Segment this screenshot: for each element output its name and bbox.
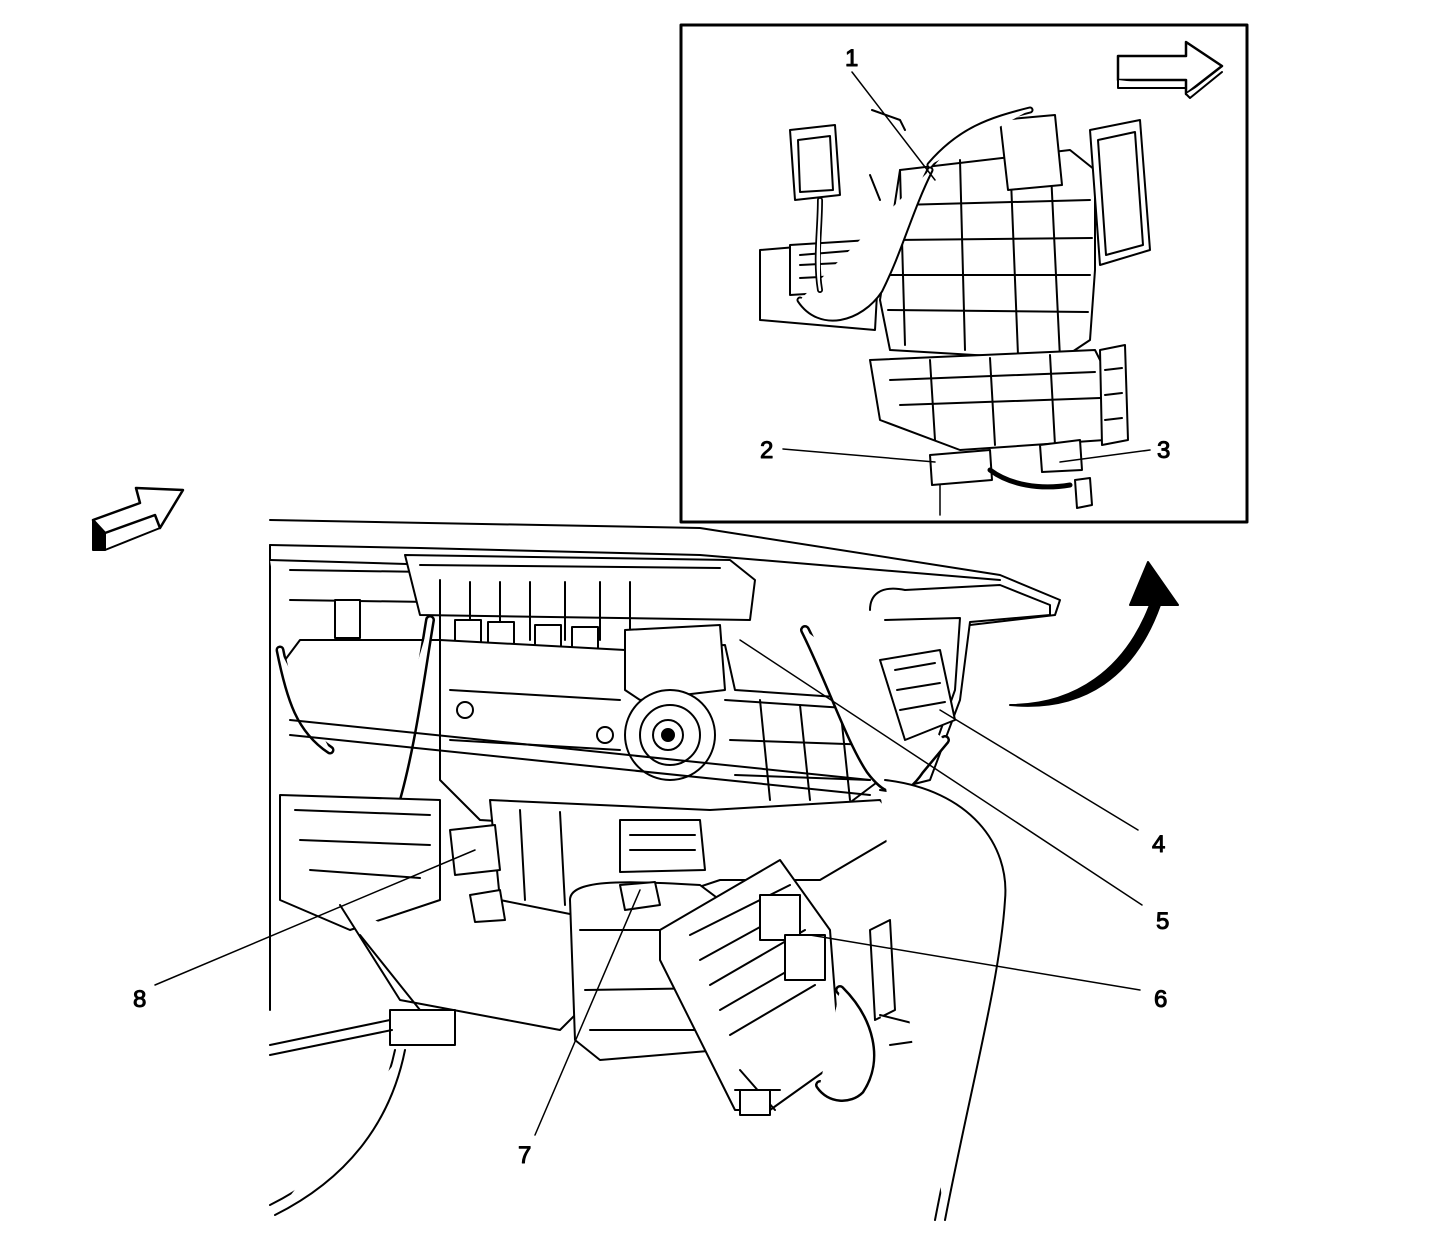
main-hvac-assembly [269, 519, 1061, 1221]
leader-line-1 [851, 71, 936, 181]
callout-label-5: 5 [1156, 908, 1169, 935]
leader-line-2 [782, 448, 936, 463]
leader-line-4 [939, 709, 1139, 831]
inset-leader-lines [782, 71, 1151, 463]
inset-direction-arrow-icon [1116, 40, 1224, 99]
leader-line-5 [739, 639, 1143, 906]
forward-direction-arrow-icon [91, 486, 185, 551]
rotation-direction-arrow-icon [1009, 561, 1179, 707]
callout-label-6: 6 [1154, 986, 1167, 1013]
callout-label-1: 1 [845, 45, 858, 72]
inset-hvac-assembly [759, 106, 1151, 516]
inset-panel: 1 2 3 [679, 23, 1249, 524]
callout-label-2: 2 [760, 437, 773, 464]
leader-line-6 [809, 934, 1141, 991]
leader-line-3 [1059, 449, 1151, 463]
leader-line-7 [534, 889, 641, 1136]
callout-label-7: 7 [518, 1142, 531, 1169]
callout-label-4: 4 [1152, 831, 1165, 858]
leader-line-8 [154, 849, 476, 986]
callout-label-3: 3 [1157, 437, 1170, 464]
main-leader-lines [154, 639, 1143, 1136]
callout-label-8: 8 [133, 986, 146, 1013]
